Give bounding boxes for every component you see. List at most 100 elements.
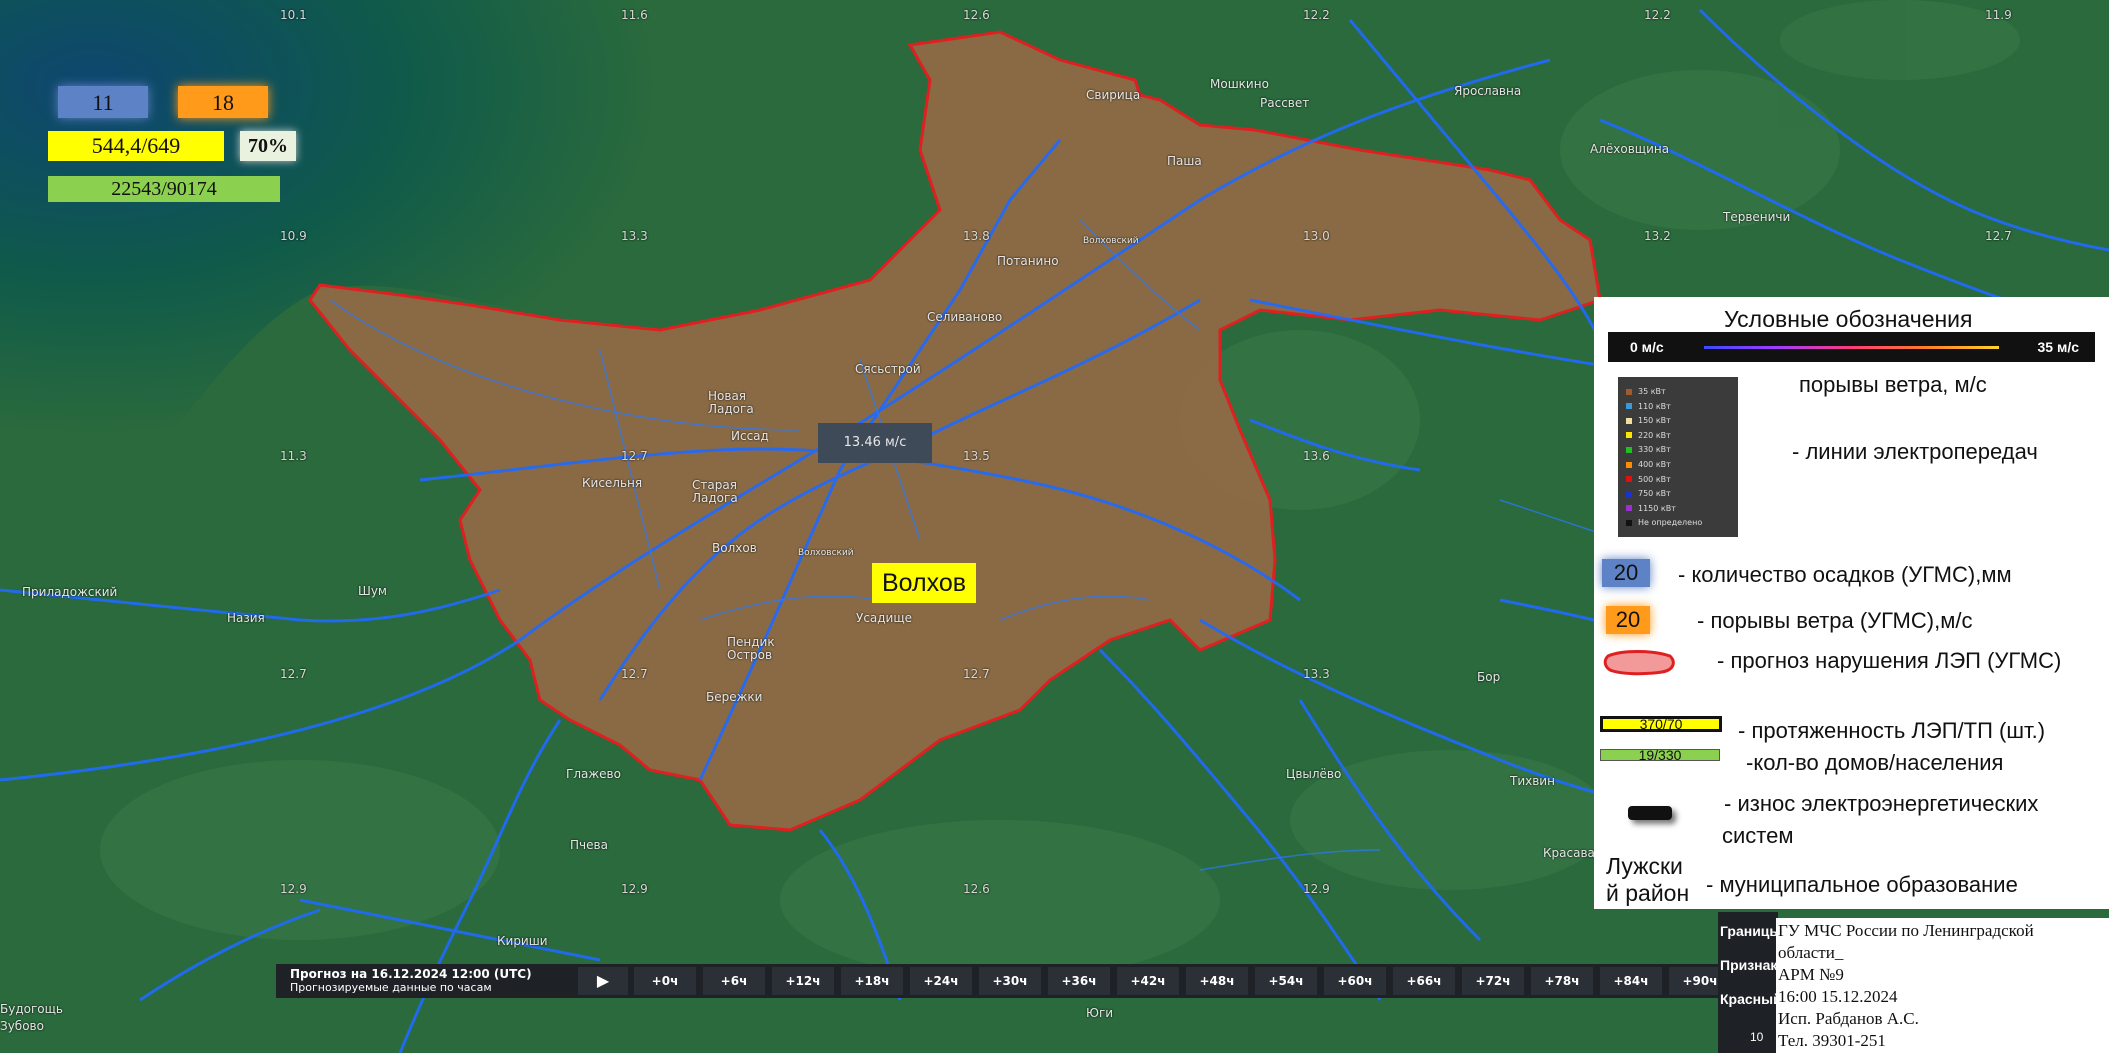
legend-houses-sample: 19/330 (1600, 749, 1720, 761)
info-line: Исп. Рабданов А.С. (1778, 1009, 1919, 1028)
forecast-step-button[interactable]: +66ч (1393, 967, 1455, 995)
power-level-swatch (1626, 505, 1632, 512)
legend-outage-label: - прогноз нарушения ЛЭП (УГМС) (1717, 648, 2062, 673)
forecast-step-button[interactable]: +24ч (910, 967, 972, 995)
power-level-row: 35 кВт (1626, 387, 1666, 396)
town-label[interactable]: Цвылёво (1286, 767, 1342, 781)
town-label[interactable]: Волховский (798, 548, 854, 558)
forecast-step-button[interactable]: +72ч (1462, 967, 1524, 995)
town-label[interactable]: Красава (1543, 846, 1595, 860)
wind-gradient-bar: 0 м/с 35 м/с (1608, 332, 2095, 362)
town-label[interactable]: Пендик Остров (727, 635, 775, 662)
legend-lines-label: - линии электропередач (1792, 439, 2038, 464)
town-label[interactable]: Иссад (731, 429, 769, 443)
forecast-step-button[interactable]: +54ч (1255, 967, 1317, 995)
power-level-swatch (1626, 388, 1632, 395)
town-label[interactable]: Зубово (0, 1019, 44, 1033)
legend-title: Условные обозначения (1724, 306, 1973, 332)
town-label[interactable]: Селиваново (927, 310, 1003, 324)
info-line: области_ (1778, 943, 1844, 962)
power-level-label: 110 кВт (1638, 401, 1671, 411)
forecast-step-button[interactable]: +30ч (979, 967, 1041, 995)
lake-ladoga (0, 0, 940, 580)
forecast-step-button[interactable]: +36ч (1048, 967, 1110, 995)
district-label[interactable]: Волхов (872, 563, 976, 603)
town-label[interactable]: Ярославна (1454, 84, 1522, 98)
district-volkhov-area[interactable] (308, 30, 1602, 832)
gradient-max-label: 35 м/с (2037, 339, 2080, 355)
town-label[interactable]: Юги (1086, 1006, 1114, 1020)
forecast-step-button[interactable]: +60ч (1324, 967, 1386, 995)
wind-speed-tooltip: 13.46 м/с (818, 423, 932, 463)
forecast-step-button[interactable]: +18ч (841, 967, 903, 995)
town-label[interactable]: Бор (1477, 670, 1501, 684)
town-label[interactable]: Приладожский (22, 585, 118, 599)
info-line: 16:00 15.12.2024 (1778, 987, 1898, 1006)
precip-badge: 11 (58, 86, 148, 118)
town-label[interactable]: Рассвет (1260, 96, 1310, 110)
power-level-label: 330 кВт (1638, 445, 1671, 455)
grid-value: 12.2 (1644, 8, 1671, 22)
power-level-swatch (1626, 403, 1632, 410)
forecast-step-button[interactable]: +12ч (772, 967, 834, 995)
town-label[interactable]: Назия (227, 611, 265, 625)
grid-value: 13.5 (963, 449, 990, 463)
grid-value: 12.7 (621, 667, 648, 681)
power-level-swatch (1626, 519, 1632, 526)
grid-value: 11.3 (280, 449, 307, 463)
power-level-row: Не определено (1626, 518, 1702, 527)
town-label[interactable]: Сясьстрой (855, 362, 921, 376)
town-label[interactable]: Шум (358, 584, 387, 598)
power-level-swatch (1626, 417, 1632, 424)
grid-value: 13.6 (1303, 449, 1330, 463)
play-button[interactable]: ▶ (578, 967, 628, 995)
legend-panel: Условные обозначения 0 м/с 35 м/с порывы… (1594, 297, 2109, 909)
layer-item-borders[interactable]: Границы (1720, 923, 1782, 939)
town-label[interactable]: Бережки (706, 690, 763, 704)
legend-lep-sample: 370/70 (1600, 716, 1722, 732)
town-label[interactable]: Кириши (497, 934, 548, 948)
town-label[interactable]: Новая Ладога (708, 389, 754, 416)
power-level-label: Не определено (1638, 518, 1703, 528)
legend-wear-label-1: - износ электроэнергетических (1724, 791, 2039, 816)
town-label[interactable]: Потанино (997, 254, 1059, 268)
power-lines-thin (329, 219, 1681, 871)
town-label[interactable]: Кисельня (582, 476, 643, 490)
info-box: ГУ МЧС России по Ленинградской области_ … (1776, 918, 2109, 1053)
grid-value: 13.3 (1303, 667, 1330, 681)
town-label[interactable]: Усадище (856, 611, 913, 625)
town-label[interactable]: Волхов (712, 541, 757, 555)
power-level-row: 110 кВт (1626, 402, 1671, 411)
layer-item-attribute[interactable]: Признак (1720, 957, 1778, 973)
town-label[interactable]: Глажево (566, 767, 621, 781)
town-label[interactable]: Свирица (1086, 88, 1141, 102)
town-label[interactable]: Мошкино (1210, 77, 1269, 91)
forecast-step-button[interactable]: +48ч (1186, 967, 1248, 995)
power-level-label: 1150 кВт (1638, 503, 1676, 513)
town-label[interactable]: Будогощь (0, 1002, 63, 1016)
wear-badge: 70% (240, 131, 296, 161)
power-level-swatch (1626, 476, 1632, 483)
forecast-step-button[interactable]: +42ч (1117, 967, 1179, 995)
legend-lep-label: - протяженность ЛЭП/ТП (шт.) (1738, 718, 2046, 743)
grid-value: 13.3 (621, 229, 648, 243)
town-label[interactable]: Старая Ладога (692, 478, 738, 505)
lep-tp-badge: 544,4/649 (48, 131, 224, 161)
forecast-step-button[interactable]: +0ч (634, 967, 696, 995)
town-label[interactable]: Волховский (1083, 236, 1139, 246)
town-label[interactable]: Пчева (570, 838, 608, 852)
town-label[interactable]: Алёховщина (1590, 142, 1670, 156)
town-label[interactable]: Паша (1167, 154, 1202, 168)
town-label[interactable]: Тервеничи (1723, 210, 1791, 224)
layer-item-red[interactable]: Красный (1720, 991, 1782, 1007)
town-label[interactable]: Тихвин (1510, 774, 1555, 788)
power-level-swatch (1626, 490, 1632, 497)
forecast-step-button[interactable]: +6ч (703, 967, 765, 995)
power-level-label: 220 кВт (1638, 430, 1671, 440)
forecast-step-button[interactable]: +84ч (1600, 967, 1662, 995)
grid-value: 12.9 (1303, 882, 1330, 896)
power-level-row: 750 кВт (1626, 489, 1671, 498)
power-level-label: 150 кВт (1638, 416, 1671, 426)
forecast-step-button[interactable]: +78ч (1531, 967, 1593, 995)
